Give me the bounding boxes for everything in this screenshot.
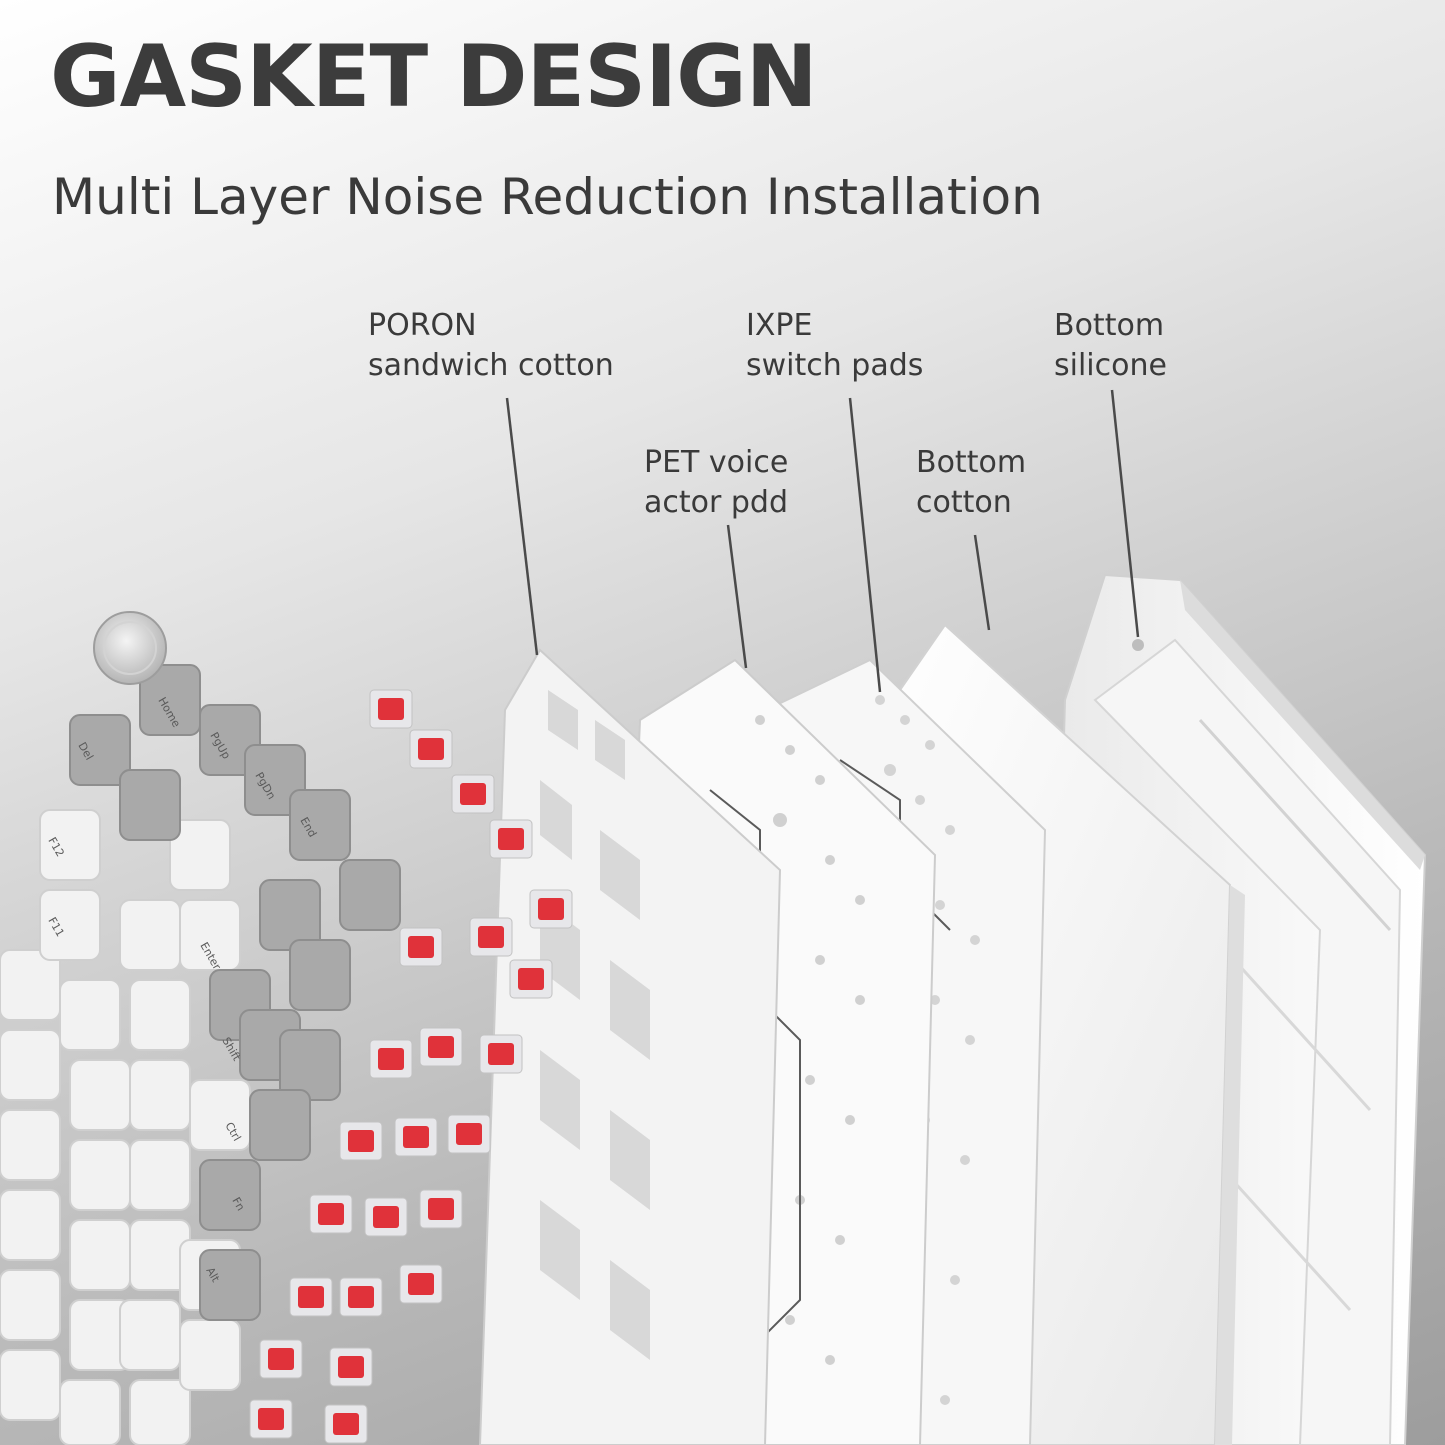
switch (364, 1197, 408, 1237)
callout-line-2: actor pdd (644, 485, 788, 520)
leader-poron (505, 397, 539, 656)
switch (259, 1339, 303, 1379)
switch (529, 889, 573, 929)
leader-ixpe (848, 397, 882, 693)
switch (339, 1121, 383, 1161)
callout-bottom-silicone: Bottom silicone (1054, 306, 1167, 386)
page-title: GASKET DESIGN (50, 27, 818, 127)
callout-line-2: switch pads (746, 348, 924, 383)
switch (447, 1114, 491, 1154)
switch (394, 1117, 438, 1157)
switch (419, 1189, 463, 1229)
switch (399, 927, 443, 967)
callout-bottom-cotton: Bottom cotton (916, 443, 1026, 523)
switch (479, 1034, 523, 1074)
callout-line-2: sandwich cotton (368, 348, 614, 383)
callout-line-1: Bottom (1054, 308, 1165, 343)
callout-line-1: PET voice (644, 445, 789, 480)
switch (399, 1264, 443, 1304)
switch (419, 1027, 463, 1067)
callout-ixpe-switch-pads: IXPE switch pads (746, 306, 923, 386)
switch-array (249, 689, 573, 1444)
switch (329, 1347, 373, 1387)
keycap-legend: Fn (229, 1195, 247, 1213)
callout-line-1: Bottom (916, 445, 1027, 480)
poron-cutouts (540, 690, 650, 1360)
switch (249, 1399, 293, 1439)
poron-sandwich-cotton-layer (478, 648, 782, 1445)
switch (339, 1277, 383, 1317)
leader-pet (726, 524, 748, 669)
volume-knob (93, 611, 167, 685)
callout-pet-voice-actor-pad: PET voice actor pdd (644, 443, 788, 523)
callout-line-2: silicone (1054, 348, 1167, 383)
switch (509, 959, 553, 999)
switch (469, 917, 513, 957)
switch (289, 1277, 333, 1317)
switch (309, 1194, 353, 1234)
switch (409, 729, 453, 769)
callout-poron-sandwich-cotton: PORON sandwich cotton (368, 306, 614, 386)
switch (369, 689, 413, 729)
switch (489, 819, 533, 859)
switch (324, 1404, 368, 1444)
keycap-array: Home PgUp PgDn End Del F12 F11 Enter Shi… (0, 611, 401, 1445)
callout-line-1: IXPE (746, 308, 813, 343)
page-subtitle: Multi Layer Noise Reduction Installation (52, 168, 1043, 226)
switch (451, 774, 495, 814)
keycaps-gray (69, 664, 401, 1321)
callout-line-2: cotton (916, 485, 1012, 520)
callout-line-1: PORON (368, 308, 477, 343)
switch (369, 1039, 413, 1079)
keycaps-light (0, 809, 251, 1445)
callout-leader-lines (505, 389, 1140, 693)
leader-bottom-cotton (973, 534, 991, 631)
leader-bottom-silicone (1110, 389, 1140, 638)
